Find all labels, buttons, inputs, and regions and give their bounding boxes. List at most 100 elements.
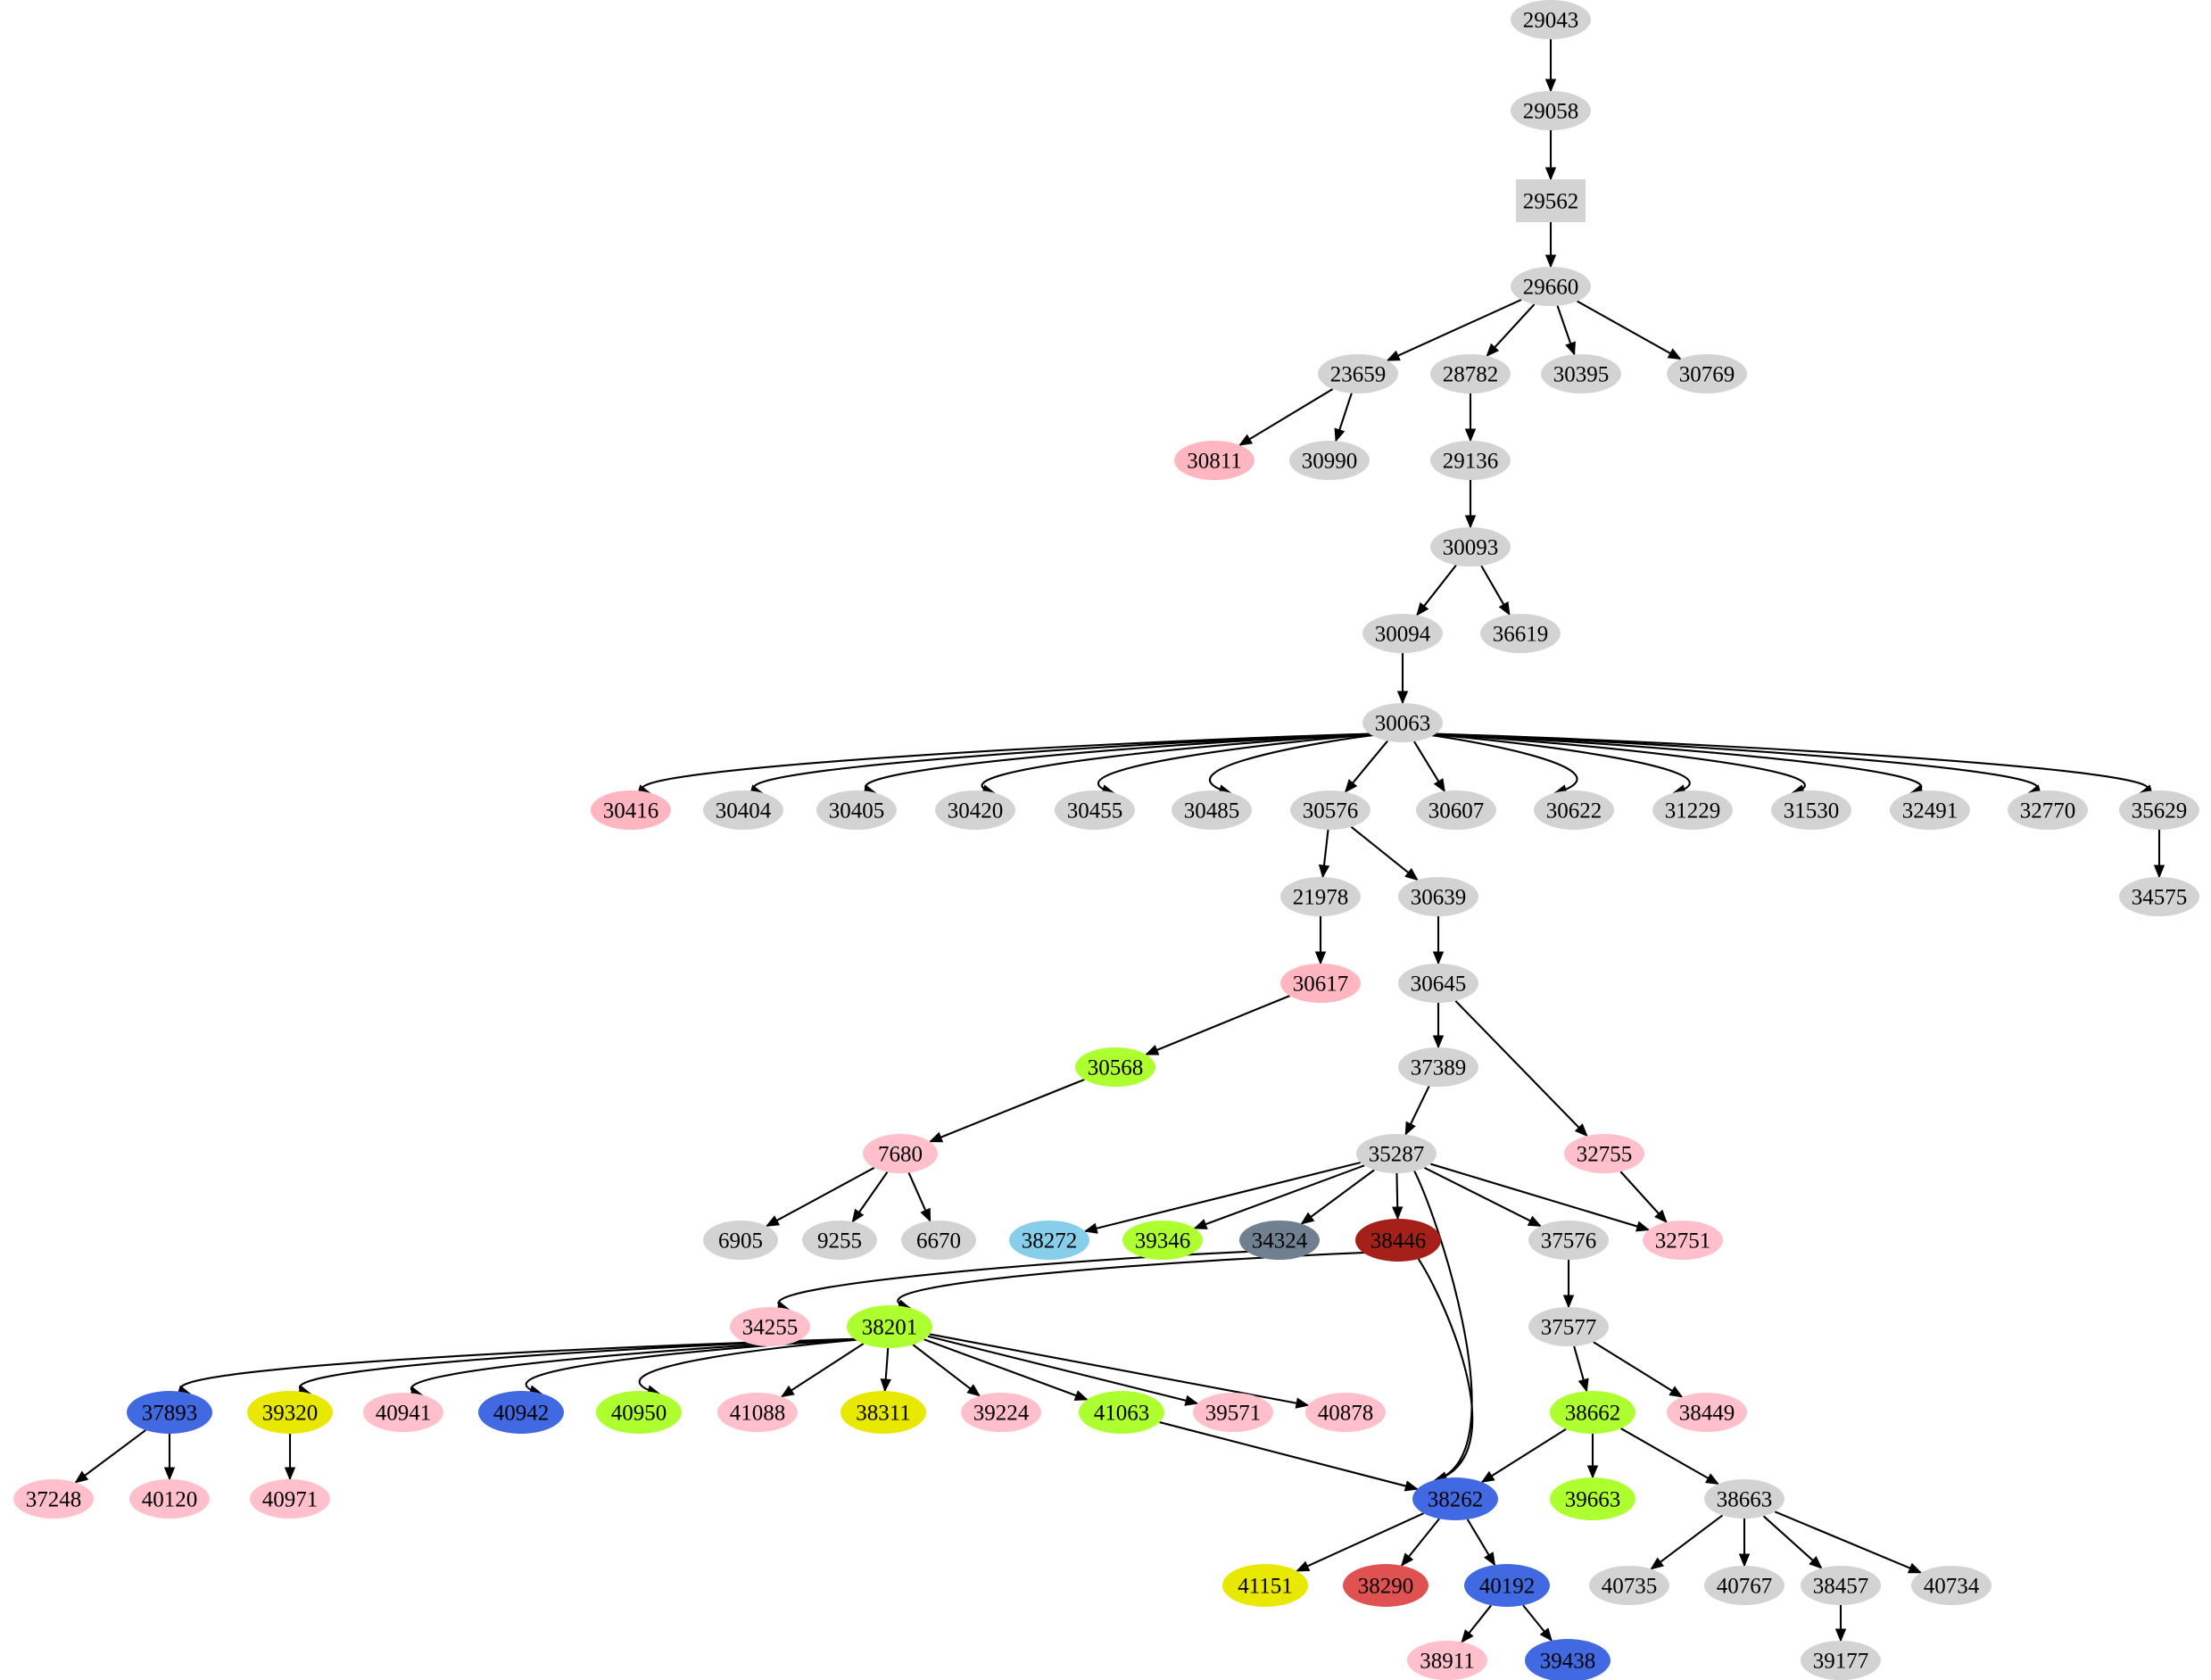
node-ellipse-shape[interactable] (1667, 1393, 1747, 1432)
node-ellipse-shape[interactable] (1075, 1047, 1155, 1087)
node-ellipse-shape[interactable] (129, 1479, 210, 1519)
graph-node-30811[interactable]: 30811 (1174, 441, 1255, 480)
graph-node-30395[interactable]: 30395 (1541, 354, 1621, 393)
node-ellipse-shape[interactable] (1589, 1566, 1669, 1605)
graph-node-39438[interactable]: 39438 (1525, 1639, 1611, 1680)
node-ellipse-shape[interactable] (596, 1391, 682, 1434)
graph-node-39224[interactable]: 39224 (961, 1393, 1041, 1432)
graph-node-40971[interactable]: 40971 (250, 1479, 330, 1519)
graph-node-38457[interactable]: 38457 (1801, 1566, 1881, 1605)
node-ellipse-shape[interactable] (1704, 1566, 1785, 1605)
graph-node-34575[interactable]: 34575 (2119, 877, 2199, 916)
graph-node-32770[interactable]: 32770 (2008, 790, 2088, 830)
graph-node-7680[interactable]: 7680 (863, 1134, 938, 1173)
node-ellipse-shape[interactable] (730, 1307, 810, 1346)
node-ellipse-shape[interactable] (1280, 964, 1361, 1003)
node-ellipse-shape[interactable] (1564, 1134, 1644, 1173)
graph-node-40950[interactable]: 40950 (596, 1391, 682, 1434)
node-ellipse-shape[interactable] (1416, 790, 1496, 830)
graph-node-30617[interactable]: 30617 (1280, 964, 1361, 1003)
graph-node-30094[interactable]: 30094 (1362, 614, 1443, 653)
graph-node-6670[interactable]: 6670 (901, 1221, 976, 1260)
node-ellipse-shape[interactable] (1055, 790, 1135, 830)
graph-node-37389[interactable]: 37389 (1398, 1047, 1478, 1087)
graph-node-9255[interactable]: 9255 (802, 1221, 877, 1260)
graph-node-38911[interactable]: 38911 (1407, 1641, 1487, 1680)
node-ellipse-shape[interactable] (961, 1393, 1041, 1432)
graph-node-40767[interactable]: 40767 (1704, 1566, 1785, 1605)
graph-node-30568[interactable]: 30568 (1075, 1047, 1155, 1087)
node-ellipse-shape[interactable] (1305, 1393, 1386, 1432)
graph-node-38262[interactable]: 38262 (1412, 1477, 1498, 1520)
node-ellipse-shape[interactable] (802, 1221, 877, 1260)
node-ellipse-shape[interactable] (1318, 354, 1398, 393)
graph-node-38290[interactable]: 38290 (1343, 1564, 1428, 1607)
graph-node-39320[interactable]: 39320 (247, 1391, 333, 1434)
node-ellipse-shape[interactable] (1290, 790, 1370, 830)
node-ellipse-shape[interactable] (247, 1391, 333, 1434)
node-ellipse-shape[interactable] (703, 1221, 778, 1260)
node-ellipse-shape[interactable] (1289, 441, 1370, 480)
node-ellipse-shape[interactable] (863, 1134, 938, 1173)
graph-node-23659[interactable]: 23659 (1318, 354, 1398, 393)
node-ellipse-shape[interactable] (901, 1221, 976, 1260)
graph-node-40942[interactable]: 40942 (478, 1391, 564, 1434)
graph-node-38663[interactable]: 38663 (1704, 1479, 1785, 1519)
graph-node-37576[interactable]: 37576 (1528, 1221, 1609, 1260)
graph-node-30404[interactable]: 30404 (703, 790, 783, 830)
graph-node-29660[interactable]: 29660 (1511, 267, 1591, 306)
node-ellipse-shape[interactable] (1511, 267, 1591, 306)
graph-node-39346[interactable]: 39346 (1122, 1221, 1203, 1260)
node-ellipse-shape[interactable] (935, 790, 1015, 830)
node-ellipse-shape[interactable] (1362, 614, 1443, 653)
node-ellipse-shape[interactable] (1430, 441, 1511, 480)
node-ellipse-shape[interactable] (1343, 1564, 1428, 1607)
node-ellipse-shape[interactable] (1911, 1566, 1992, 1605)
graph-node-35629[interactable]: 35629 (2119, 790, 2199, 830)
graph-node-30416[interactable]: 30416 (591, 790, 671, 830)
node-ellipse-shape[interactable] (478, 1391, 564, 1434)
graph-node-39571[interactable]: 39571 (1193, 1393, 1273, 1432)
graph-node-34324[interactable]: 34324 (1239, 1221, 1320, 1260)
node-ellipse-shape[interactable] (2008, 790, 2088, 830)
graph-node-40120[interactable]: 40120 (129, 1479, 210, 1519)
node-ellipse-shape[interactable] (1511, 0, 1591, 39)
node-ellipse-shape[interactable] (2119, 790, 2199, 830)
graph-node-41063[interactable]: 41063 (1079, 1391, 1164, 1434)
graph-node-40735[interactable]: 40735 (1589, 1566, 1669, 1605)
graph-node-31229[interactable]: 31229 (1652, 790, 1733, 830)
node-ellipse-shape[interactable] (1009, 1221, 1089, 1260)
graph-node-21978[interactable]: 21978 (1280, 877, 1361, 916)
graph-node-29058[interactable]: 29058 (1511, 91, 1591, 130)
graph-node-38311[interactable]: 38311 (841, 1391, 926, 1434)
graph-node-30622[interactable]: 30622 (1534, 790, 1614, 830)
node-ellipse-shape[interactable] (1534, 790, 1614, 830)
node-ellipse-shape[interactable] (1643, 1221, 1723, 1260)
node-ellipse-shape[interactable] (1239, 1221, 1320, 1260)
node-ellipse-shape[interactable] (1801, 1641, 1881, 1680)
graph-node-30420[interactable]: 30420 (935, 790, 1015, 830)
node-ellipse-shape[interactable] (1122, 1221, 1203, 1260)
node-ellipse-shape[interactable] (1464, 1564, 1550, 1607)
node-ellipse-shape[interactable] (1079, 1391, 1164, 1434)
graph-node-40941[interactable]: 40941 (363, 1393, 443, 1432)
node-ellipse-shape[interactable] (1280, 877, 1361, 916)
graph-node-30645[interactable]: 30645 (1398, 964, 1478, 1003)
graph-node-30769[interactable]: 30769 (1667, 354, 1747, 393)
graph-node-38449[interactable]: 38449 (1667, 1393, 1747, 1432)
node-ellipse-shape[interactable] (13, 1479, 94, 1519)
graph-node-31530[interactable]: 31530 (1771, 790, 1851, 830)
graph-node-29043[interactable]: 29043 (1511, 0, 1591, 39)
node-ellipse-shape[interactable] (1550, 1391, 1635, 1434)
node-box-shape[interactable] (1516, 179, 1586, 222)
node-ellipse-shape[interactable] (1172, 790, 1252, 830)
graph-node-28782[interactable]: 28782 (1430, 354, 1511, 393)
graph-node-29136[interactable]: 29136 (1430, 441, 1511, 480)
graph-node-32755[interactable]: 32755 (1564, 1134, 1644, 1173)
graph-node-36619[interactable]: 36619 (1480, 614, 1561, 653)
graph-node-39663[interactable]: 39663 (1550, 1477, 1635, 1520)
graph-node-38446[interactable]: 38446 (1355, 1219, 1441, 1262)
node-ellipse-shape[interactable] (1771, 790, 1851, 830)
node-ellipse-shape[interactable] (1430, 527, 1511, 567)
graph-node-37577[interactable]: 37577 (1528, 1307, 1609, 1346)
